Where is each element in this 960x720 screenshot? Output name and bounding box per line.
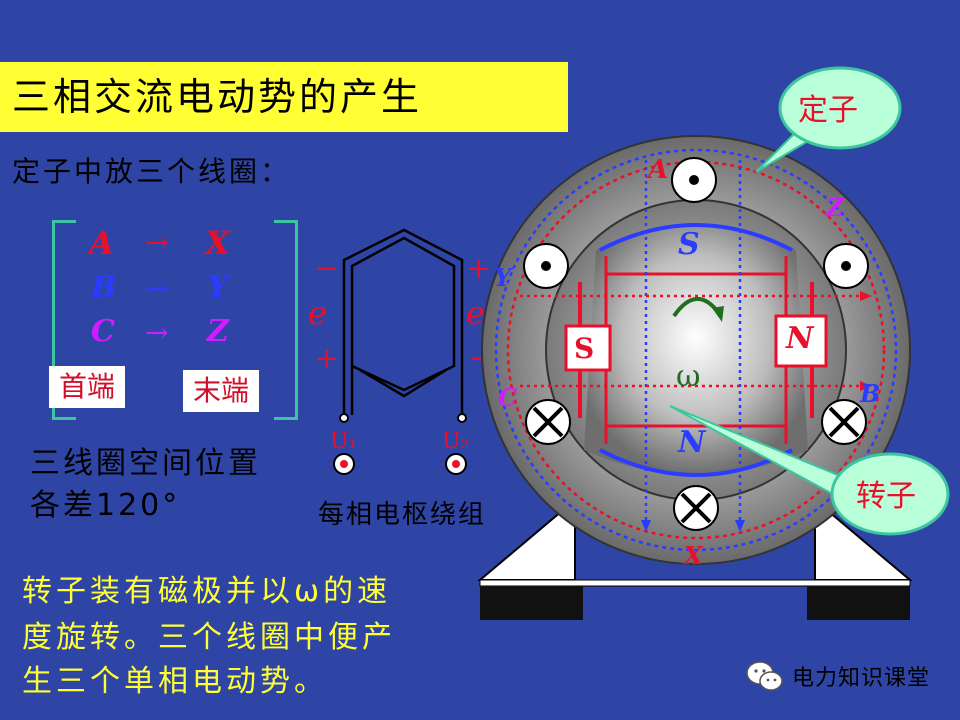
rotor-callout (669, 405, 950, 536)
stator-callout (755, 66, 902, 173)
coil-c-arrow: → (145, 316, 169, 349)
winding-e-right: e (466, 294, 485, 332)
coil-list-box: A → X B → Y C → Z 首端 末端 (49, 220, 298, 420)
coil-c-end: Z (207, 314, 229, 349)
winding-e-left: e (308, 294, 327, 332)
wechat-icon (746, 661, 783, 691)
stator-intro-text: 定子中放三个线圈： (12, 155, 292, 188)
coil-a-start: A (89, 224, 114, 262)
terminal-u2-top (457, 413, 467, 423)
terminal-b-label: B (859, 379, 880, 408)
stator-callout-label: 定子 (798, 93, 858, 128)
pole-right (774, 314, 828, 368)
title-bar (0, 62, 568, 132)
rotor-description-line-1: 转子装有磁极并以ω的速 (22, 574, 392, 609)
rotor-description-line-3: 生三个单相电动势。 (22, 664, 328, 699)
coil-c-start: C (91, 314, 115, 349)
wechat-account-label: 电力知识课堂 (792, 666, 931, 691)
terminal-a-label: A (645, 155, 668, 185)
rotor-callout-label: 转子 (856, 479, 916, 514)
phase-difference-text: 各差120° (30, 488, 181, 523)
conductor-x-icon (673, 485, 719, 531)
winding-plus-left: + (314, 341, 339, 376)
pole-right-label: N (785, 321, 815, 356)
tail-end-tag: 末端 (183, 370, 260, 412)
terminal-u1-top (339, 413, 349, 423)
terminal-x-label: X (682, 541, 704, 570)
pole-left (564, 324, 612, 372)
page-title: 三相交流电动势的产生 (12, 75, 423, 119)
pole-left-label: S (574, 332, 594, 365)
coil-b-end: Y (207, 270, 229, 305)
pole-bottom-label: N (677, 425, 707, 460)
rotation-arrow-icon (672, 296, 720, 318)
conductor-c-icon (525, 399, 571, 445)
coil-b-arrow: → (145, 272, 169, 305)
winding-u2-label: U₂ (442, 429, 469, 454)
winding-plus-right: + (466, 251, 491, 286)
terminal-y-label: Y (494, 263, 514, 292)
terminal-c-label: C (498, 383, 517, 412)
conductor-b-icon (821, 399, 867, 445)
pole-top-label: S (678, 227, 700, 262)
coil-a-end: X (205, 224, 230, 262)
head-end-tag: 首端 (49, 366, 126, 408)
rotor-description-line-2: 度旋转。三个线圈中便产 (22, 620, 396, 655)
terminal-z-label: Z (825, 193, 845, 222)
machine-base (477, 497, 913, 620)
winding-label: 每相电枢绕组 (318, 500, 487, 530)
coil-a-arrow: → (145, 226, 169, 259)
generator-cross-section: S N S N ω A X Y B C Z 定子 (477, 66, 950, 620)
winding-u1-label: U₁ (330, 429, 357, 454)
winding-minus-left: − (314, 251, 339, 286)
coil-b-start: B (91, 270, 117, 305)
armature-winding-diagram: − e + + e − U₁ U₂ (308, 228, 493, 475)
conductor-a-icon (671, 157, 717, 203)
omega-label: ω (676, 359, 700, 394)
conductor-z-icon (823, 243, 869, 289)
conductor-y-icon (523, 243, 569, 289)
spatial-position-text: 三线圈空间位置 (30, 446, 261, 481)
